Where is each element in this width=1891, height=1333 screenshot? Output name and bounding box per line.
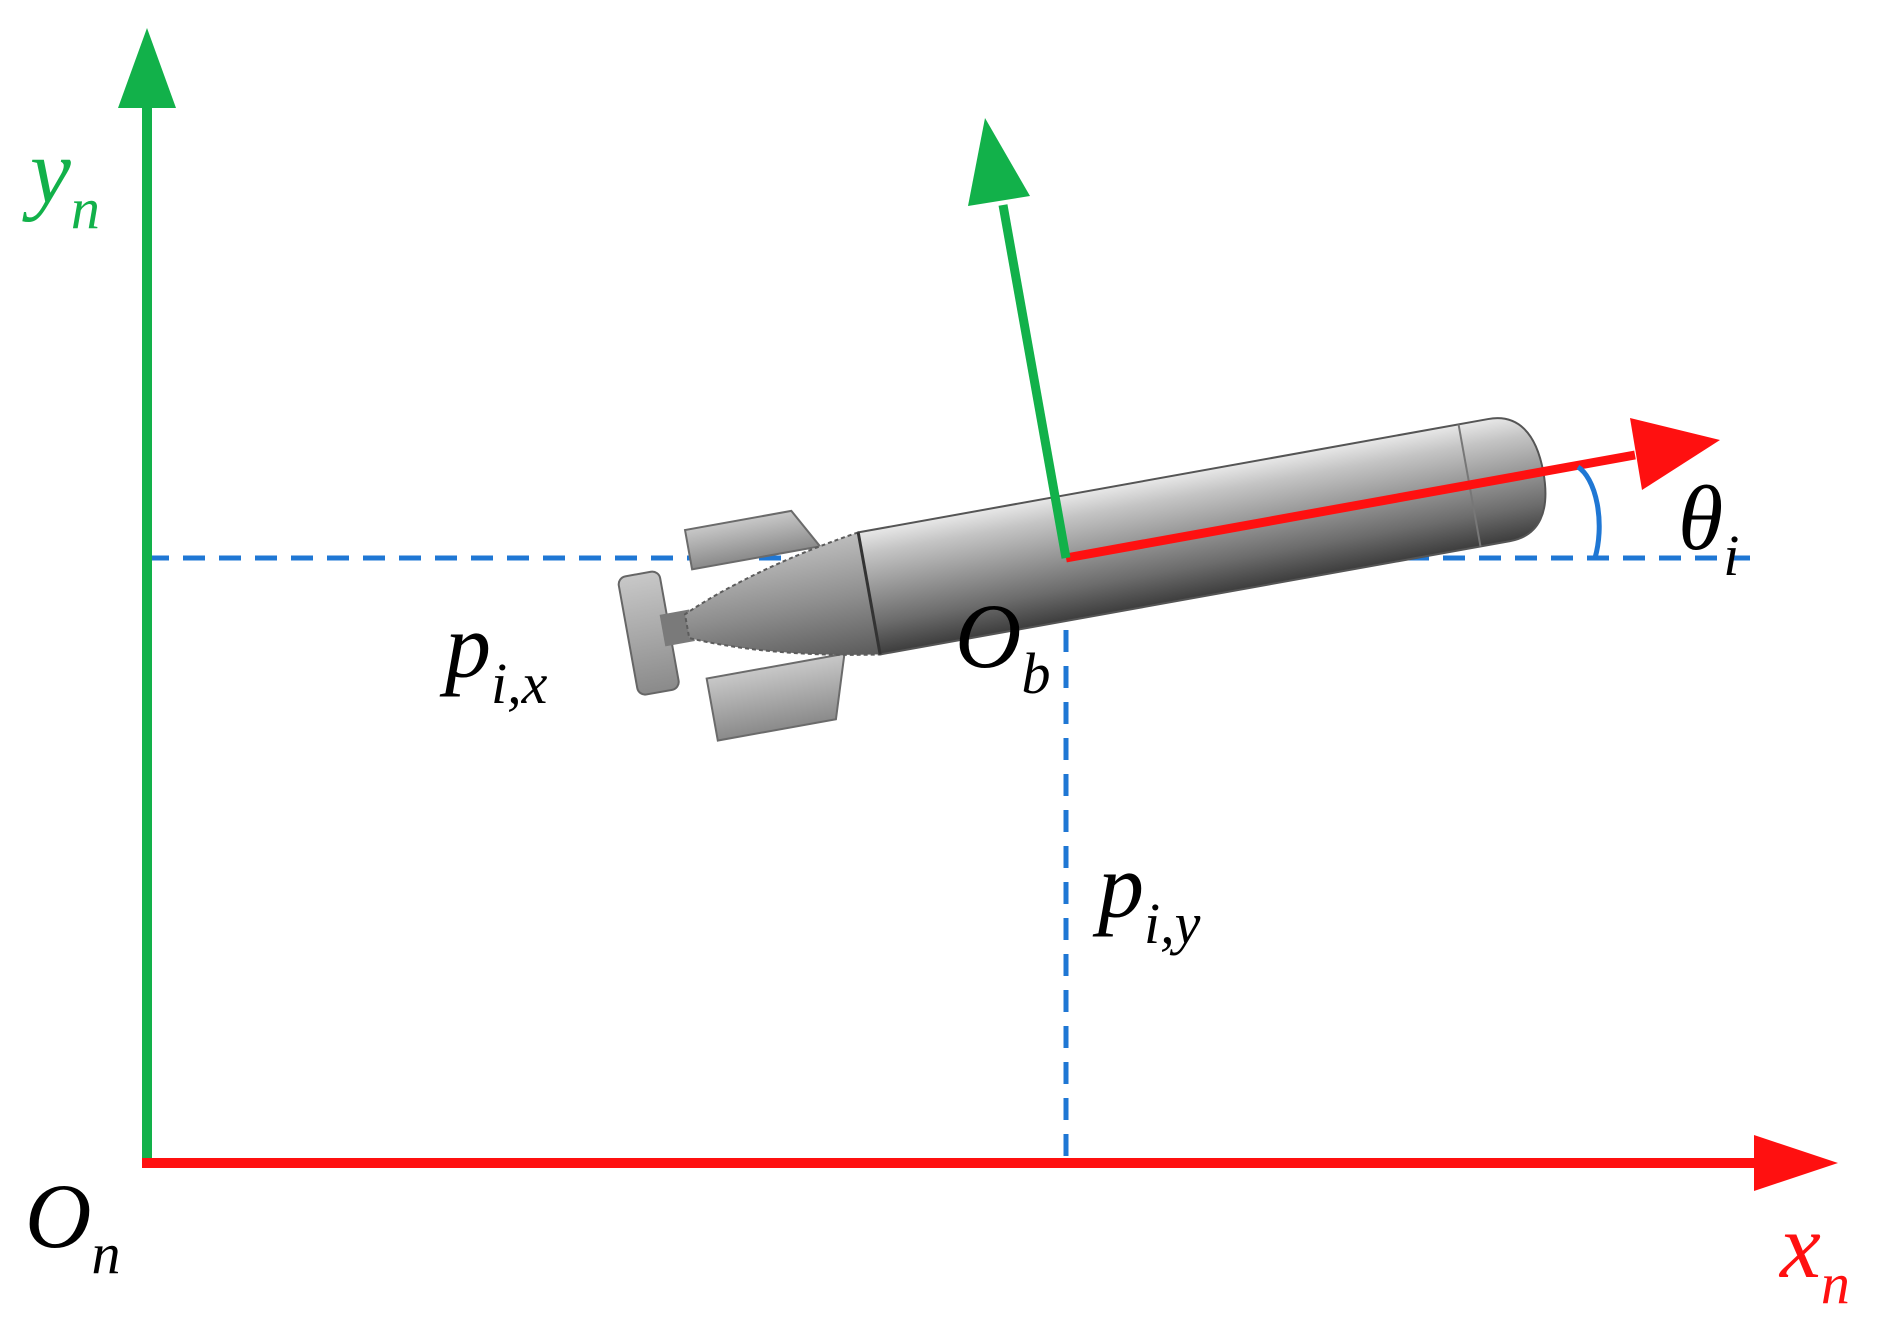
global-y-axis	[118, 28, 176, 1162]
body-x-axis	[1065, 418, 1720, 563]
global-x-axis	[142, 1135, 1838, 1191]
label-position-x: pi,x	[445, 595, 548, 716]
vehicle-seam-1	[856, 532, 882, 655]
vehicle-tail-cone	[683, 531, 882, 656]
heading-angle-arc	[1576, 464, 1602, 559]
auv-torpedo-icon	[617, 417, 1547, 742]
body-y-axis	[968, 118, 1071, 559]
label-axis-y-global: yn	[30, 120, 100, 241]
label-axis-x-global: xn	[1780, 1195, 1850, 1316]
label-position-y: pi,y	[1098, 835, 1201, 956]
label-origin-global: On	[25, 1165, 121, 1286]
label-heading-angle: θi	[1678, 467, 1740, 588]
label-origin-body: Ob	[955, 585, 1051, 706]
vehicle-fin-bottom	[705, 652, 846, 742]
vehicle-fin-top	[683, 509, 822, 571]
